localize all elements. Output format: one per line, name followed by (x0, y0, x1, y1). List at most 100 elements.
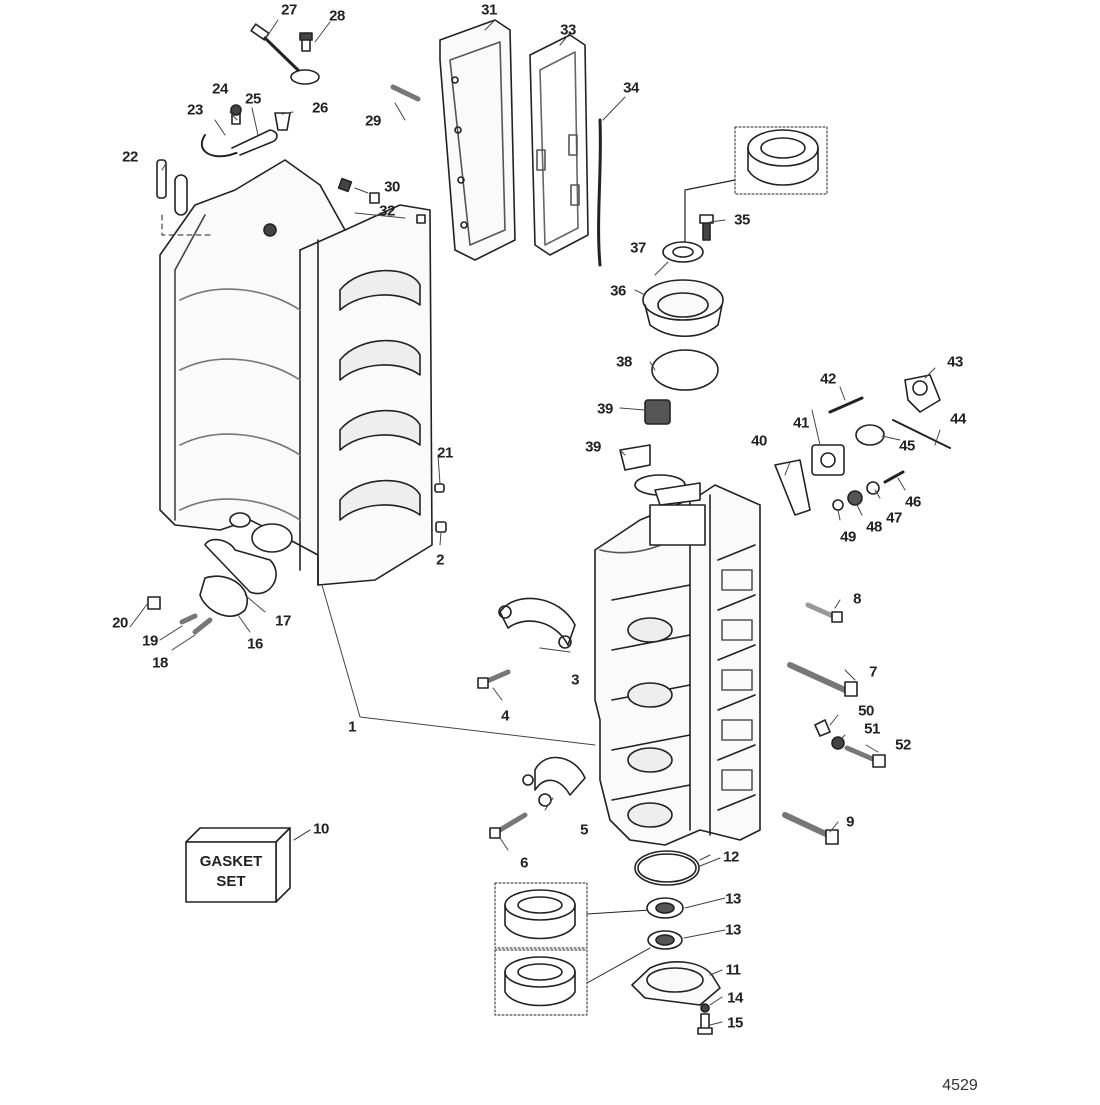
callout-43: 43 (947, 353, 963, 371)
oil-seal-13-lower (647, 930, 683, 950)
clamp-23 (200, 134, 246, 158)
lower-end-cap-11 (631, 961, 721, 1006)
callout-15: 15 (727, 1014, 743, 1032)
callout-21: 21 (437, 444, 453, 462)
upper-end-cap-36 (642, 279, 724, 337)
callout-10: 10 (313, 820, 329, 838)
bolt-7 (787, 662, 858, 697)
cover-16 (199, 575, 248, 617)
callout-2: 2 (436, 551, 444, 569)
callout-1: 1 (348, 718, 356, 736)
screw-19 (179, 613, 198, 625)
callout-51: 51 (864, 720, 880, 738)
leader-lines (129, 19, 941, 861)
exhaust-cover (439, 19, 516, 261)
cap-50 (814, 719, 831, 737)
callout-18: 18 (152, 654, 168, 672)
callout-39-race: 39 (585, 438, 601, 456)
crankcase (594, 484, 761, 846)
nut-51 (831, 736, 845, 750)
callout-46: 46 (905, 493, 921, 511)
screw-24 (230, 104, 242, 125)
callout-16: 16 (247, 635, 263, 653)
callout-38: 38 (616, 353, 632, 371)
o-ring-12 (634, 850, 700, 886)
plug-20 (147, 596, 161, 610)
seal-strip (597, 118, 602, 267)
callout-31: 31 (481, 1, 497, 19)
bearing-cap-3 (498, 597, 576, 649)
callout-44: 44 (950, 410, 966, 428)
callout-13-upper: 13 (725, 890, 741, 908)
callout-25: 25 (245, 90, 261, 108)
bearing-cap-5 (522, 756, 586, 807)
bracket-40 (774, 459, 811, 516)
bolt-4 (477, 669, 511, 689)
link-rod-44 (892, 419, 951, 449)
callout-14: 14 (727, 989, 743, 1007)
cylinder-block (159, 159, 433, 586)
bearing-race-39 (619, 444, 701, 506)
bolt-8 (805, 602, 843, 623)
screw-42 (828, 396, 864, 414)
callout-32: 32 (379, 202, 395, 220)
screw-29 (390, 84, 421, 102)
oil-seal-37 (662, 241, 704, 263)
screw-18 (192, 617, 213, 635)
callout-6: 6 (520, 854, 528, 872)
callout-39-bearing: 39 (597, 400, 613, 418)
bushing-48 (847, 490, 863, 506)
dowel-2 (435, 521, 447, 533)
callout-49: 49 (840, 528, 856, 546)
callout-27: 27 (281, 1, 297, 19)
screw-15 (697, 1013, 713, 1035)
screw-46 (883, 470, 905, 484)
gasket-set-line2: SET (216, 873, 245, 890)
callout-12: 12 (723, 848, 739, 866)
callout-29: 29 (365, 112, 381, 130)
screw-35 (699, 214, 714, 241)
callout-22: 22 (122, 148, 138, 166)
callout-19: 19 (142, 632, 158, 650)
callout-34: 34 (623, 79, 639, 97)
callout-11: 11 (725, 961, 741, 979)
seal-inset-box-top (684, 126, 828, 246)
plug-26 (274, 112, 291, 131)
callout-40: 40 (751, 432, 767, 450)
callout-33: 33 (560, 21, 576, 39)
callout-3: 3 (571, 671, 579, 689)
bolt-6 (489, 812, 528, 839)
figure-id: 4529 (942, 1077, 978, 1094)
callout-26: 26 (312, 99, 328, 117)
callout-8: 8 (853, 590, 861, 608)
dowel-21 (434, 483, 445, 493)
callout-41: 41 (793, 414, 809, 432)
callout-52: 52 (895, 736, 911, 754)
gasket-17 (204, 538, 277, 595)
callout-23: 23 (187, 101, 203, 119)
clamp-25 (231, 129, 278, 156)
bolt-9 (782, 812, 839, 845)
callout-7: 7 (869, 663, 877, 681)
callout-30: 30 (384, 178, 400, 196)
gasket-set-line1: GASKET (200, 853, 263, 870)
callout-20: 20 (112, 614, 128, 632)
callout-37: 37 (630, 239, 646, 257)
fitting-22 (156, 159, 167, 199)
washer-14 (700, 1003, 710, 1013)
washer-49 (832, 499, 844, 511)
plug-30 (337, 177, 380, 204)
callout-9: 9 (846, 813, 854, 831)
gasket-set-box: GASKET SET (185, 827, 311, 903)
o-ring-38 (651, 349, 719, 391)
washer-47 (866, 481, 880, 495)
callout-5: 5 (580, 821, 588, 839)
cam-45 (855, 424, 885, 446)
plug-32 (416, 214, 426, 224)
sensor-41 (811, 444, 845, 476)
callout-28: 28 (329, 7, 345, 25)
callout-50: 50 (858, 702, 874, 720)
callout-36: 36 (610, 282, 626, 300)
switch-housing-43 (904, 374, 941, 413)
